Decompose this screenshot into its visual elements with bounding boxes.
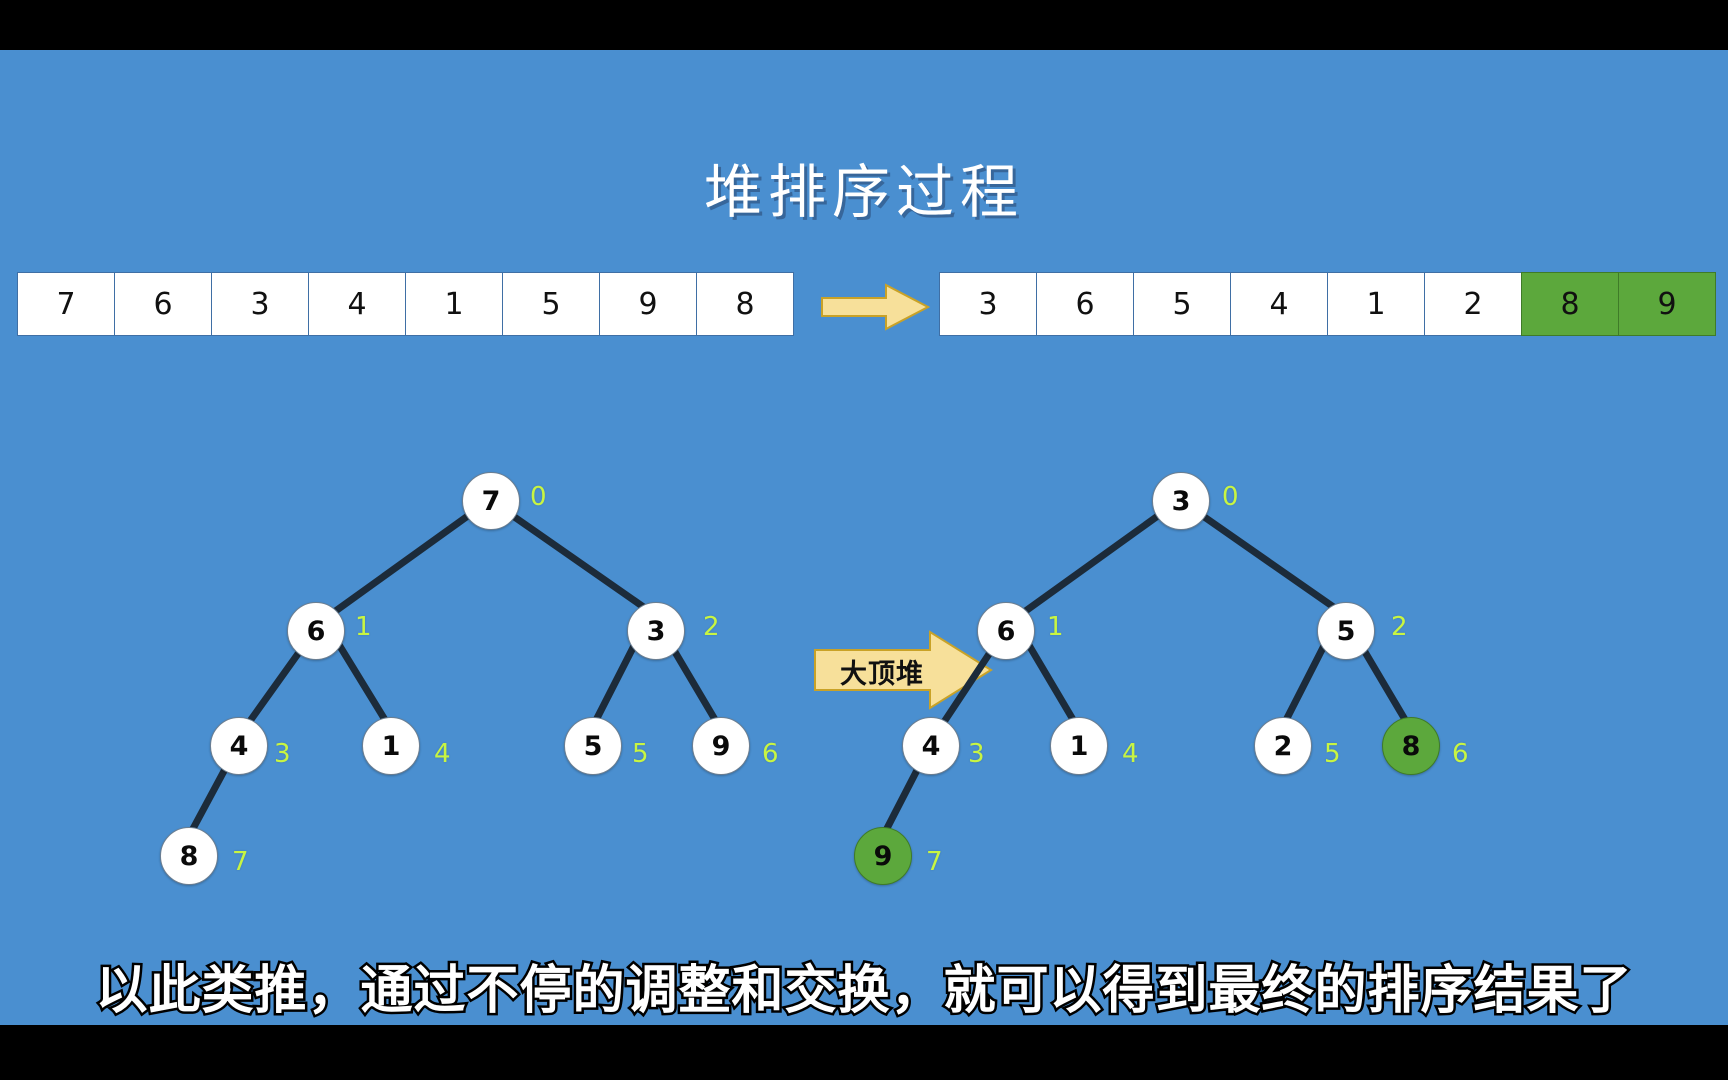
array-after-cell-1: 6 <box>1036 272 1134 336</box>
tree-after-node-index-6: 6 <box>1452 739 1469 769</box>
array-before-cell-6: 9 <box>599 272 697 336</box>
tree-before-node-index-4: 4 <box>434 739 451 769</box>
tree-after-node-index-4: 4 <box>1122 739 1139 769</box>
tree-before-node-1: 6 <box>287 602 345 660</box>
tree-after-node-index-3: 3 <box>968 739 985 769</box>
array-after-cell-6: 8 <box>1521 272 1619 336</box>
tree-after-node-index-0: 0 <box>1222 482 1239 512</box>
array-after-cell-7: 9 <box>1618 272 1716 336</box>
tree-before-node-index-1: 1 <box>355 612 372 642</box>
tree-before-node-0: 7 <box>462 472 520 530</box>
tree-after-node-5: 2 <box>1254 717 1312 775</box>
array-after-cell-2: 5 <box>1133 272 1231 336</box>
transition-arrow-icon <box>821 283 930 331</box>
tree-after-node-index-5: 5 <box>1324 739 1341 769</box>
letterbox-bottom <box>0 1025 1728 1080</box>
tree-edges-right <box>880 496 1414 842</box>
subtitle-text: 以此类推，通过不停的调整和交换，就可以得到最终的排序结果了 <box>93 959 1634 1024</box>
heap-arrow-icon <box>814 630 993 710</box>
array-before-cell-2: 3 <box>211 272 309 336</box>
tree-after-node-0: 3 <box>1152 472 1210 530</box>
tree-after-node-index-1: 1 <box>1047 612 1064 642</box>
tree-after-node-index-2: 2 <box>1391 612 1408 642</box>
tree-before-node-index-5: 5 <box>632 739 649 769</box>
tree-before-node-index-2: 2 <box>703 612 720 642</box>
tree-before-node-7: 8 <box>160 827 218 885</box>
array-after-cell-3: 4 <box>1230 272 1328 336</box>
heap-arrow-label: 大顶堆 <box>840 659 924 690</box>
tree-before-node-2: 3 <box>627 602 685 660</box>
array-before-cell-0: 7 <box>17 272 115 336</box>
tree-after-node-1: 6 <box>977 602 1035 660</box>
array-after-cell-4: 1 <box>1327 272 1425 336</box>
tree-edges-left <box>184 496 724 842</box>
tree-after-node-2: 5 <box>1317 602 1375 660</box>
array-after-cell-5: 2 <box>1424 272 1522 336</box>
tree-before-node-index-6: 6 <box>762 739 779 769</box>
tree-before-node-4: 1 <box>362 717 420 775</box>
array-before-cell-1: 6 <box>114 272 212 336</box>
tree-after-node-4: 1 <box>1050 717 1108 775</box>
tree-after-node-index-7: 7 <box>926 847 943 877</box>
tree-after-node-7: 9 <box>854 827 912 885</box>
tree-before-node-index-0: 0 <box>530 482 547 512</box>
array-before-cell-3: 4 <box>308 272 406 336</box>
tree-before-node-index-7: 7 <box>232 847 249 877</box>
array-after-cell-0: 3 <box>939 272 1037 336</box>
tree-before-node-5: 5 <box>564 717 622 775</box>
array-before-cell-5: 5 <box>502 272 600 336</box>
tree-after-node-3: 4 <box>902 717 960 775</box>
letterbox-top <box>0 0 1728 50</box>
page-title: 堆排序过程 <box>703 158 1024 226</box>
tree-before-node-3: 4 <box>210 717 268 775</box>
tree-after-node-6: 8 <box>1382 717 1440 775</box>
array-before-cell-7: 8 <box>696 272 794 336</box>
array-before-cell-4: 1 <box>405 272 503 336</box>
tree-before-node-6: 9 <box>692 717 750 775</box>
tree-before-node-index-3: 3 <box>274 739 291 769</box>
